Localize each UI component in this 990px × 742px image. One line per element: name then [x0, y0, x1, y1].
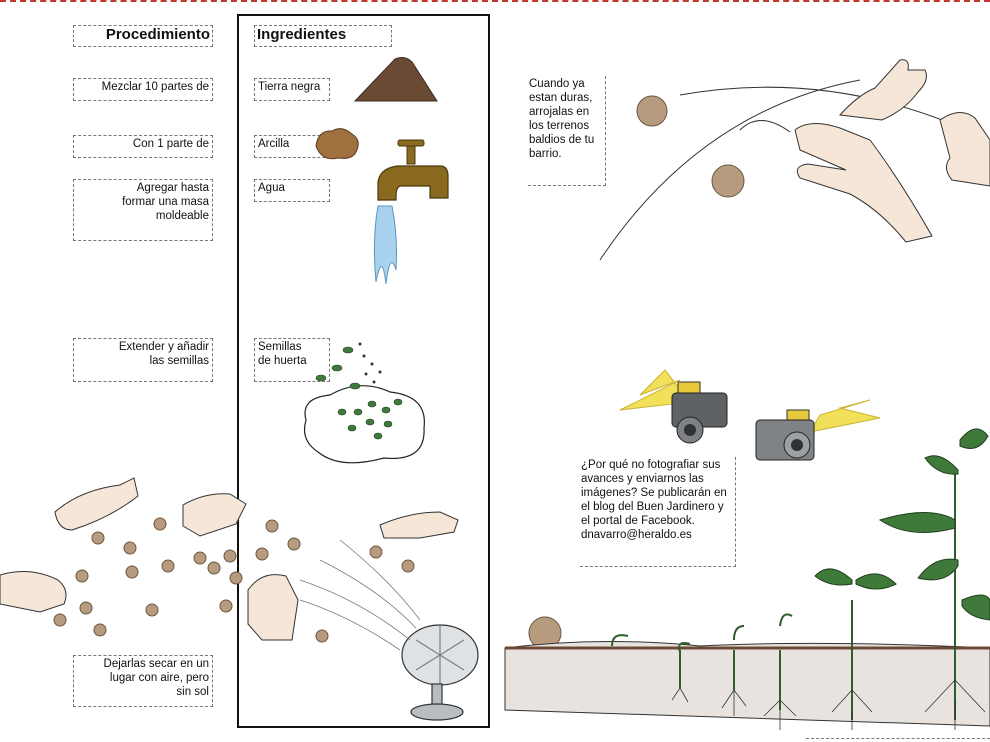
- step-4-ingredient: Semillas de huerta: [254, 338, 330, 382]
- throw-note: Cuando ya estan duras, arrojalas en los …: [528, 76, 606, 186]
- soil-pile-icon: [353, 57, 438, 102]
- step-1-ingredient: Tierra negra: [254, 78, 330, 101]
- top-dashed-rule: [0, 0, 990, 6]
- camera-icon: [619, 369, 881, 461]
- ground-soil: [504, 640, 990, 727]
- step-1-procedure: Mezclar 10 partes de: [73, 78, 213, 101]
- procedure-header: Procedimiento: [73, 25, 213, 47]
- step-3-procedure: Agregar hasta formar una masa moldeable: [73, 179, 213, 241]
- water-stream-icon: [373, 205, 397, 285]
- seeds-icon: [303, 342, 425, 464]
- drying-hands-icon: [0, 477, 459, 641]
- drying-balls: [53, 517, 415, 643]
- roots: [671, 679, 986, 730]
- bottom-dashed-rule: [806, 738, 990, 742]
- photo-note: ¿Por qué no fotografiar sus avances y en…: [580, 457, 736, 567]
- air-lines: [299, 539, 421, 651]
- leaf-shapes: [814, 428, 990, 621]
- faucet-icon: [377, 139, 449, 201]
- step-5-procedure: Dejarlas secar en un lugar con aire, per…: [73, 655, 213, 707]
- step-4-procedure: Extender y añadir las semillas: [73, 338, 213, 382]
- seed-ball-icon: [528, 95, 745, 650]
- step-3-ingredient: Agua: [254, 179, 330, 202]
- ingredients-header: Ingredientes: [254, 25, 392, 47]
- throw-arcs: [599, 79, 956, 261]
- ingredients-column-frame: [237, 14, 490, 728]
- clay-lump-icon: [315, 128, 359, 160]
- step-2-procedure: Con 1 parte de: [73, 135, 213, 158]
- hands-icon: [794, 59, 990, 243]
- fan-icon: [401, 624, 479, 721]
